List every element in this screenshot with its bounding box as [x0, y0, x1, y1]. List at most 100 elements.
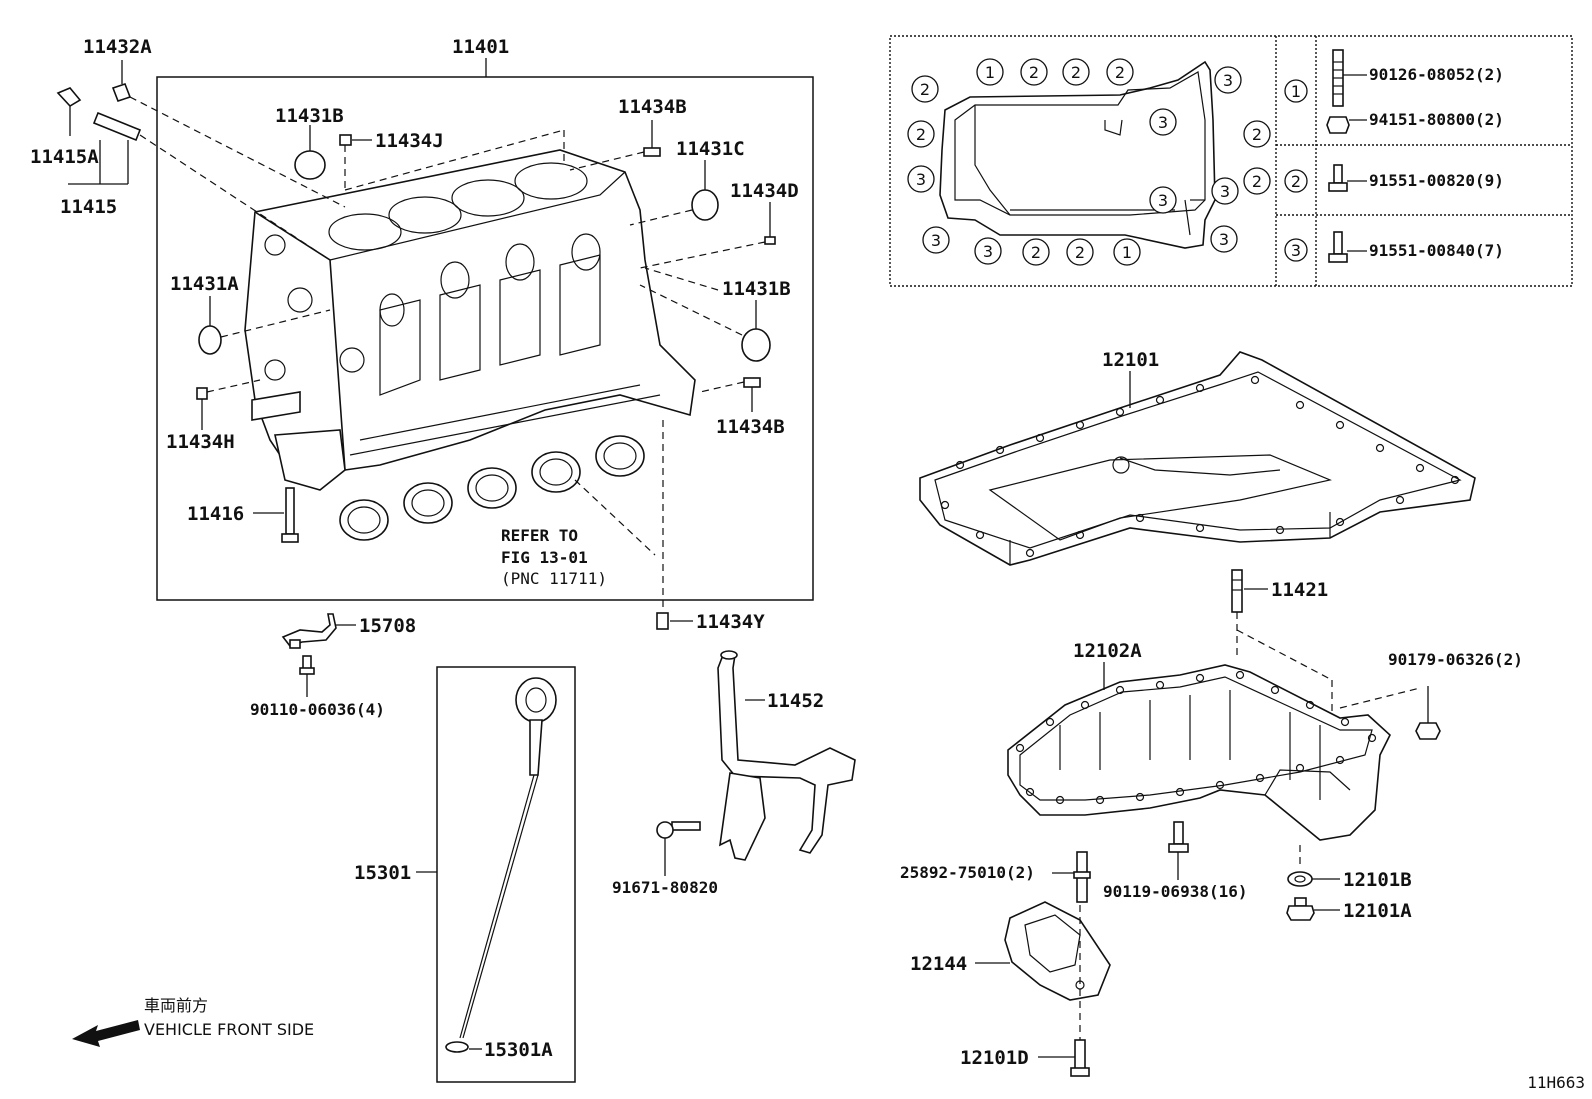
bolt-marker-label: 2: [1031, 243, 1041, 262]
plug-11431B-right: [741, 328, 771, 362]
pan-12102A-bolt-holes: [1015, 670, 1377, 805]
label-15708[interactable]: 15708: [359, 615, 416, 637]
label-11434B-top[interactable]: 11434B: [618, 96, 687, 118]
bolt-hole: [1295, 400, 1305, 410]
label-11415A[interactable]: 11415A: [30, 146, 99, 168]
pin-11434Y: [656, 612, 669, 630]
bolt-hole: [1135, 792, 1145, 802]
bolt-marker-label: 3: [1223, 71, 1233, 90]
bolt-marker-circle: [976, 58, 1004, 86]
label-11415[interactable]: 11415: [60, 196, 117, 218]
bolt-hole: [1270, 685, 1280, 695]
label-90110-06036[interactable]: 90110-06036(4): [250, 700, 385, 719]
label-12101B[interactable]: 12101B: [1343, 869, 1412, 891]
label-11434J[interactable]: 11434J: [375, 130, 444, 152]
bolt-hole: [1395, 495, 1405, 505]
legend-part-90126[interactable]: 90126-08052(2): [1369, 65, 1504, 84]
label-11434D[interactable]: 11434D: [730, 180, 799, 202]
legend-part-91551-00820[interactable]: 91551-00820(9): [1369, 171, 1504, 190]
front-arrow-icon: [72, 1020, 140, 1047]
bolt-marker-circle: [1066, 238, 1094, 266]
label-12101[interactable]: 12101: [1102, 349, 1159, 371]
bolt-hole: [1305, 700, 1315, 710]
bolt-marker-circle: [1210, 225, 1238, 253]
bolt-marker-circle: [1062, 58, 1090, 86]
diagram-code: 11H663: [1527, 1073, 1585, 1092]
oil-pan-12101: 12101: [919, 349, 1476, 566]
bolt-marker-label: 1: [985, 63, 995, 82]
bolt-hole: [1235, 670, 1245, 680]
bolt-hole: [940, 500, 950, 510]
bolt-marker-label: 2: [920, 80, 930, 99]
label-25892-75010[interactable]: 25892-75010(2): [900, 863, 1035, 882]
label-11401[interactable]: 11401: [452, 36, 509, 58]
bolt-hole: [1015, 743, 1025, 753]
label-11434H[interactable]: 11434H: [166, 431, 235, 453]
bolt-marker-label: 3: [1158, 191, 1168, 210]
label-15301[interactable]: 15301: [354, 862, 411, 884]
bolt-hole: [1340, 717, 1350, 727]
bolt-hole: [1195, 523, 1205, 533]
bolt-marker-circle: [907, 120, 935, 148]
stud-11421: 11421: [1231, 569, 1333, 712]
legend-part-94151[interactable]: 94151-80800(2): [1369, 110, 1504, 129]
label-91671-80820[interactable]: 91671-80820: [612, 878, 718, 897]
bolt-hole: [1175, 787, 1185, 797]
bolt-marker-label: 3: [1220, 182, 1230, 201]
label-15301A[interactable]: 15301A: [484, 1039, 553, 1061]
bolt-marker-label: 2: [1071, 63, 1081, 82]
stud-25892: 25892-75010(2): [900, 851, 1091, 903]
bolt-hole: [1450, 475, 1460, 485]
drain-plug-parts: 12101B 12101A: [1286, 845, 1412, 922]
bolt-hole: [1335, 517, 1345, 527]
label-11434B-right[interactable]: 11434B: [716, 416, 785, 438]
label-90119-06938[interactable]: 90119-06938(16): [1103, 882, 1248, 901]
bolt-hole: [1250, 375, 1260, 385]
label-11416[interactable]: 11416: [187, 503, 244, 525]
label-11431C[interactable]: 11431C: [676, 138, 745, 160]
label-12101D[interactable]: 12101D: [960, 1047, 1029, 1069]
bolt-hole: [1335, 420, 1345, 430]
bolt-hole: [955, 460, 965, 470]
bolt-hole: [1415, 463, 1425, 473]
pin-11434B-top: [643, 147, 661, 157]
bolt-marker-label: 1: [1122, 243, 1132, 262]
label-12101A[interactable]: 12101A: [1343, 900, 1412, 922]
bolt-hole: [1335, 755, 1345, 765]
bolt-hole: [1080, 700, 1090, 710]
refer-note-line2: FIG 13-01: [501, 548, 588, 567]
bolt-marker-label: 3: [1158, 113, 1168, 132]
bolt-marker-circle: [974, 237, 1002, 265]
label-11434Y[interactable]: 11434Y: [696, 611, 765, 633]
dipstick-group: 15301 15301A: [354, 666, 576, 1083]
label-12144[interactable]: 12144: [910, 953, 967, 975]
label-11432A[interactable]: 11432A: [83, 36, 152, 58]
bolt-marker-circle: [1022, 238, 1050, 266]
bolt-marker-circle: [1211, 177, 1239, 205]
bolt-hole: [1375, 443, 1385, 453]
legend-part-91551-00840[interactable]: 91551-00840(7): [1369, 241, 1504, 260]
bolt-hole: [1115, 407, 1125, 417]
plug-11431C: [691, 189, 719, 221]
bolt-marker-label: 3: [1219, 230, 1229, 249]
front-direction-indicator: 車両前方 VEHICLE FRONT SIDE: [72, 996, 314, 1047]
bolt-marker-label: 2: [916, 125, 926, 144]
block-group-frame: [156, 76, 814, 601]
label-12102A[interactable]: 12102A: [1073, 640, 1142, 662]
bolt-marker-label: 2: [1075, 243, 1085, 262]
plug-11431B-top: [294, 150, 326, 180]
label-11431B-right[interactable]: 11431B: [722, 278, 791, 300]
pan-12101-bolt-holes: [940, 375, 1460, 558]
bolt-hole: [1075, 530, 1085, 540]
label-11452[interactable]: 11452: [767, 690, 824, 712]
bolt-hole: [1025, 548, 1035, 558]
bolt-marker-label: 3: [983, 242, 993, 261]
label-11421[interactable]: 11421: [1271, 579, 1328, 601]
label-90179-06326[interactable]: 90179-06326(2): [1388, 650, 1523, 669]
bolt-marker-label: 2: [1252, 125, 1262, 144]
label-11431B-top[interactable]: 11431B: [275, 105, 344, 127]
label-11431A[interactable]: 11431A: [170, 273, 239, 295]
bolt-hole: [1155, 680, 1165, 690]
